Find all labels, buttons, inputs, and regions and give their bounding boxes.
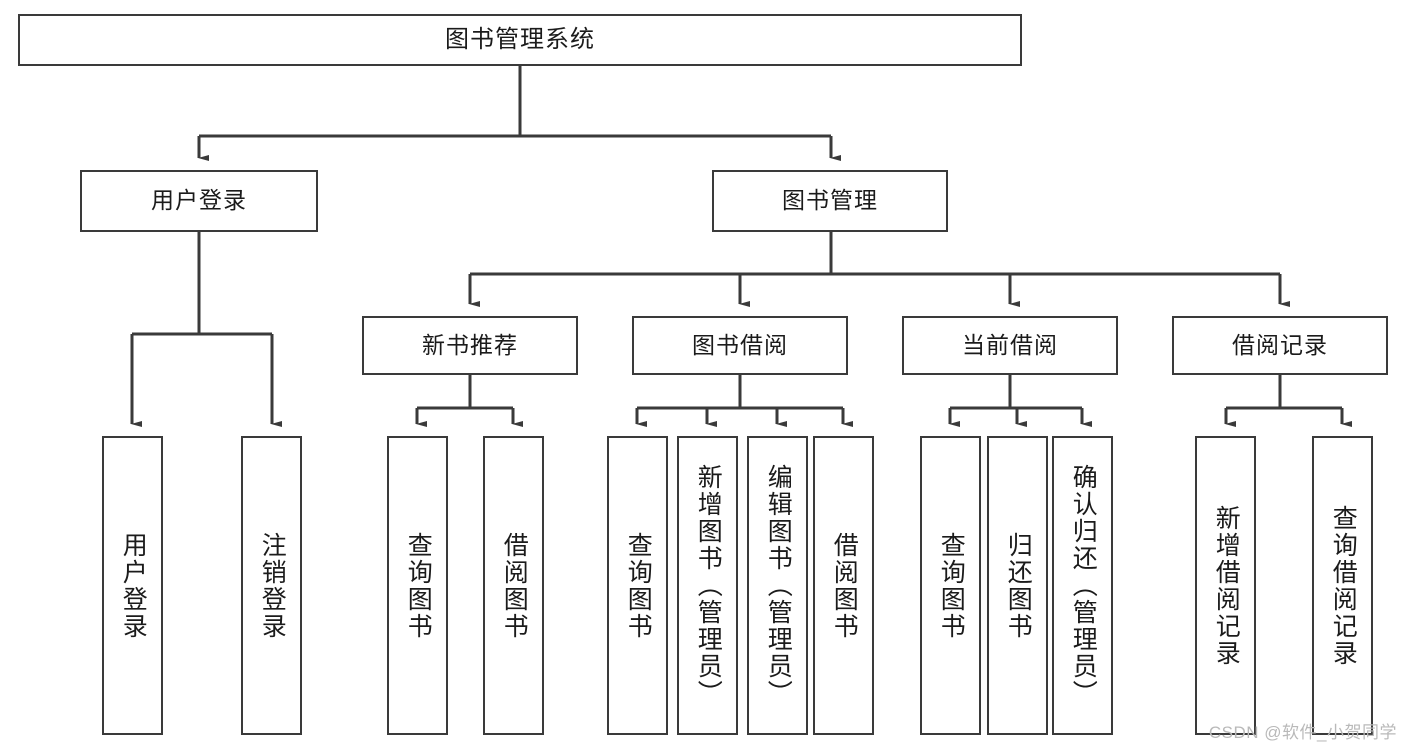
node-user-login[interactable]: 用户登录 <box>80 170 318 232</box>
node-label: 查询图书 <box>624 531 653 640</box>
node-label: 注销登录 <box>258 531 287 640</box>
leaf-borrow-record-add-record[interactable]: 新增借阅记录 <box>1195 436 1256 735</box>
node-label: 当前借阅 <box>962 331 1058 358</box>
node-label: 查询图书 <box>404 531 433 640</box>
node-book-management[interactable]: 图书管理 <box>712 170 948 232</box>
leaf-current-borrow-return-book[interactable]: 归还图书 <box>987 436 1048 735</box>
node-label: 用户登录 <box>119 531 148 640</box>
leaf-new-book-query-book[interactable]: 查询图书 <box>387 436 448 735</box>
node-label: 借阅图书 <box>830 531 859 640</box>
node-label: 图书管理系统 <box>445 25 595 53</box>
node-label: 用户登录 <box>151 187 247 214</box>
node-borrow-record[interactable]: 借阅记录 <box>1172 316 1388 375</box>
leaf-book-borrow-edit-book-admin[interactable]: 编辑图书（管理员） <box>747 436 808 735</box>
node-label: 借阅图书 <box>500 531 529 640</box>
node-label: 编辑图书（管理员） <box>764 464 793 707</box>
node-new-book-recommendation[interactable]: 新书推荐 <box>362 316 578 375</box>
node-label: 新书推荐 <box>422 331 518 358</box>
node-label: 确认归还（管理员） <box>1069 464 1098 707</box>
leaf-book-borrow-query-book[interactable]: 查询图书 <box>607 436 668 735</box>
leaf-book-borrow-borrow-book[interactable]: 借阅图书 <box>813 436 874 735</box>
node-label: 归还图书 <box>1004 531 1033 640</box>
node-label: 借阅记录 <box>1232 331 1328 358</box>
node-label: 图书借阅 <box>692 331 788 358</box>
watermark: CSDN @软件_小贺同学 <box>1208 723 1397 742</box>
leaf-book-borrow-add-book-admin[interactable]: 新增图书（管理员） <box>677 436 738 735</box>
node-label: 查询借阅记录 <box>1329 504 1358 667</box>
node-label: 查询图书 <box>937 531 966 640</box>
leaf-user-login-logout[interactable]: 注销登录 <box>241 436 302 735</box>
leaf-current-borrow-query-book[interactable]: 查询图书 <box>920 436 981 735</box>
node-label: 新增借阅记录 <box>1212 504 1241 667</box>
leaf-user-login-login[interactable]: 用户登录 <box>102 436 163 735</box>
leaf-borrow-record-query-record[interactable]: 查询借阅记录 <box>1312 436 1373 735</box>
leaf-current-borrow-confirm-return-admin[interactable]: 确认归还（管理员） <box>1052 436 1113 735</box>
node-label: 图书管理 <box>782 187 878 214</box>
leaf-new-book-borrow-book[interactable]: 借阅图书 <box>483 436 544 735</box>
node-current-borrow[interactable]: 当前借阅 <box>902 316 1118 375</box>
node-root-book-management-system[interactable]: 图书管理系统 <box>18 14 1022 66</box>
node-book-borrow[interactable]: 图书借阅 <box>632 316 848 375</box>
node-label: 新增图书（管理员） <box>694 464 723 707</box>
